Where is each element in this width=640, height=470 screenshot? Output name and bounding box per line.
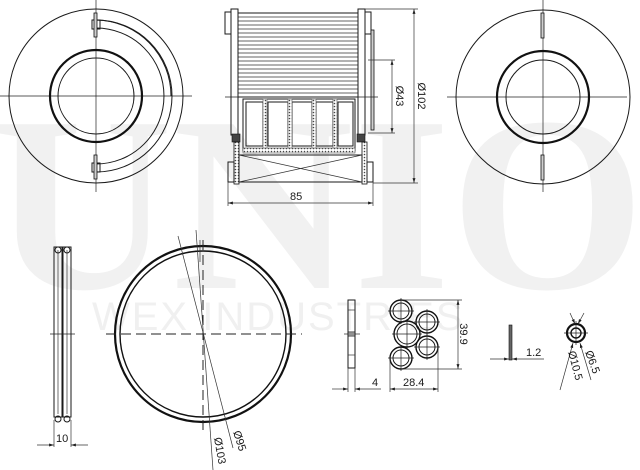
dim-outer-diameter: Ø102 xyxy=(415,83,427,110)
end-view-right xyxy=(447,0,631,192)
dim-inner-diameter: Ø43 xyxy=(393,86,405,107)
watermark-brand-small: WEX INDUSTRIES xyxy=(92,295,464,339)
oring-side-view: 10 xyxy=(37,246,88,447)
dim-spacer-width: 28.4 xyxy=(403,377,424,389)
section-view: Ø43 Ø102 85 xyxy=(224,8,427,206)
watermark-brand-large: UNION xyxy=(0,66,640,343)
spacer-side-view: 4 xyxy=(332,299,381,392)
dim-washer-inner: Ø6.5 xyxy=(582,349,601,376)
oring-front-view: Ø95 Ø103 xyxy=(106,229,302,470)
spacer-front-view: 39.9 28.4 xyxy=(388,298,469,392)
dim-oring-thickness: 10 xyxy=(56,433,68,445)
dim-length: 85 xyxy=(290,191,302,203)
dim-oring-inner: Ø95 xyxy=(230,429,248,452)
dim-spacer-thickness: 4 xyxy=(372,377,378,389)
dim-washer-outer: Ø10.5 xyxy=(565,350,584,382)
end-view-left xyxy=(0,0,192,192)
dim-spacer-height: 39.9 xyxy=(457,323,469,344)
pleats xyxy=(238,16,358,94)
dim-oring-outer: Ø103 xyxy=(211,436,227,465)
washer-side-view: 1.2 xyxy=(490,324,544,361)
dim-washer-thickness: 1.2 xyxy=(526,347,541,359)
